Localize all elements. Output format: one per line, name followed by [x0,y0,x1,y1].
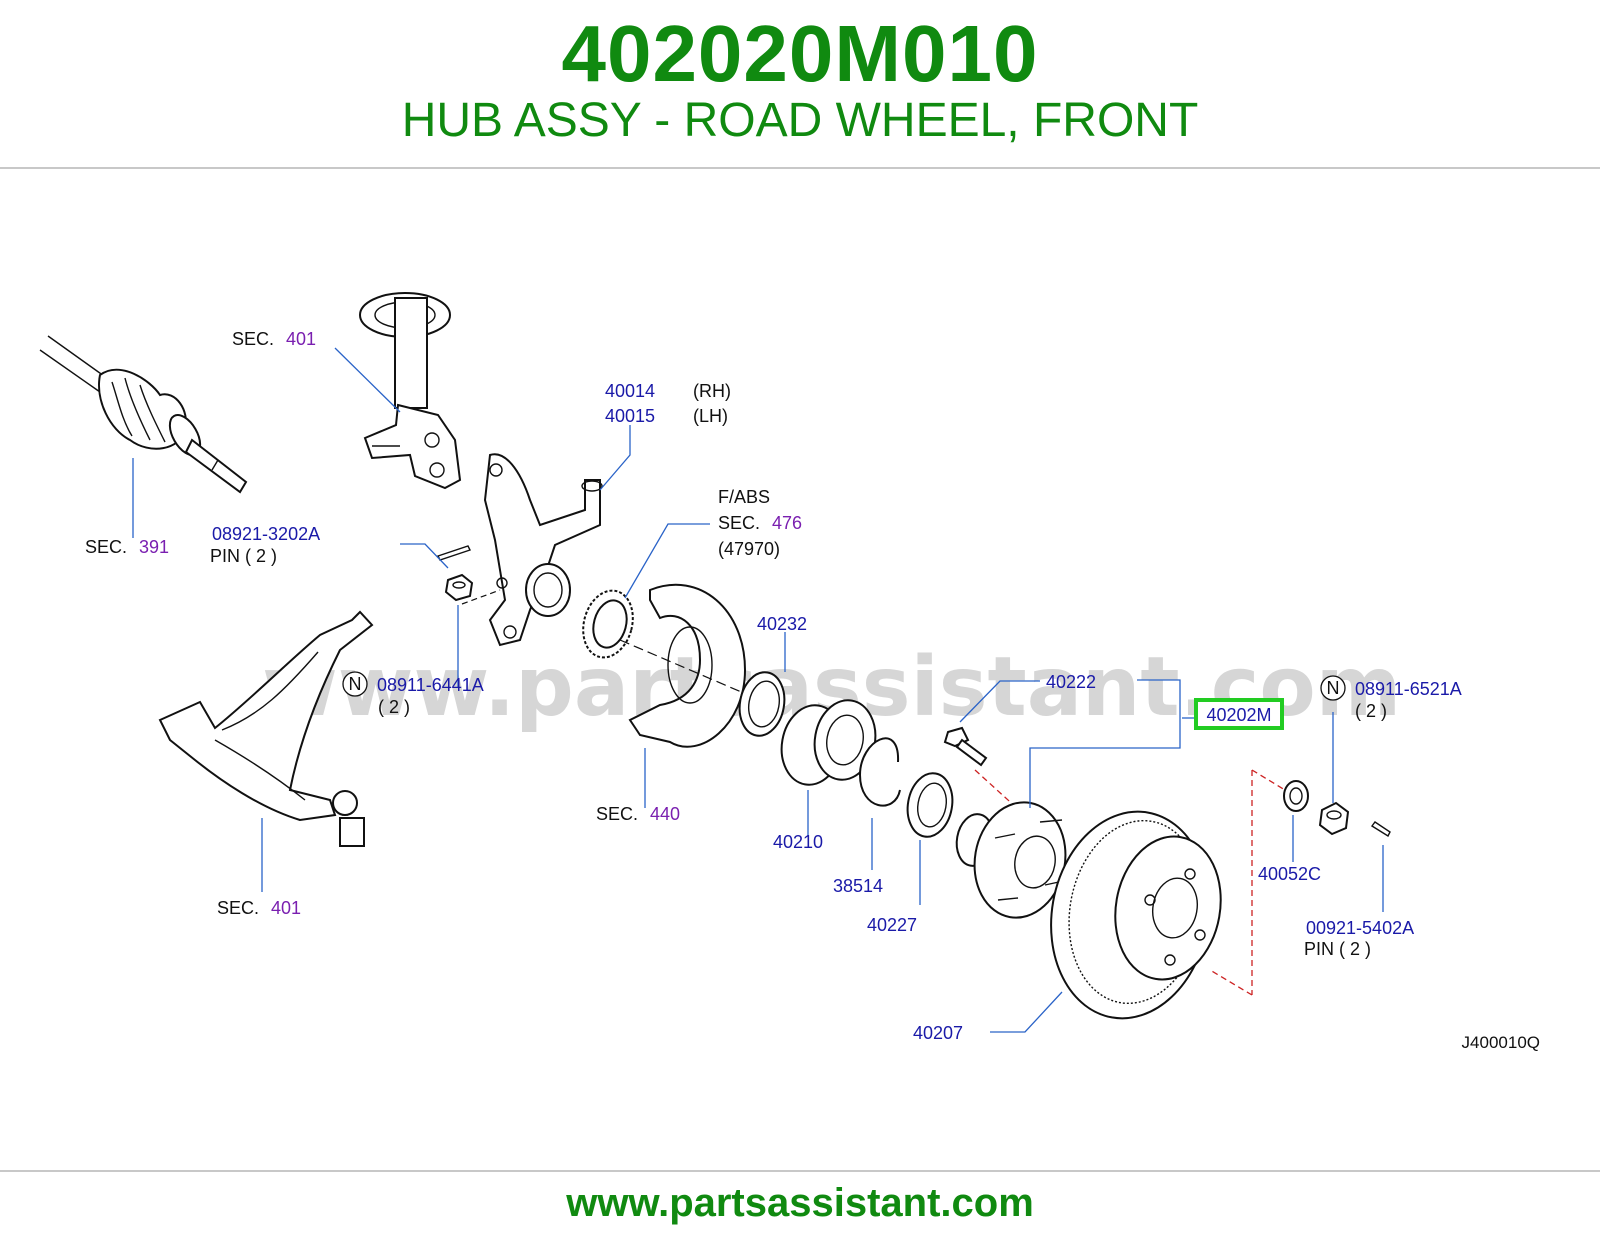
grease-seal-40227-illustration [906,772,954,838]
assembly-centerline [619,639,761,701]
label-part-40210[interactable]: 40210 [773,832,823,852]
grease-seal-40232-illustration [738,671,786,737]
label-sec-401-arm[interactable]: SEC.401 [217,898,301,918]
label-part-08911-6521a[interactable]: 08911-6521A [1355,679,1462,699]
label-part-40015[interactable]: 40015 [605,406,655,426]
part-description: HUB ASSY - ROAD WHEEL, FRONT [401,94,1199,147]
cotter-pin-upper-illustration [437,545,471,561]
n-mark-left: N [349,674,362,694]
label-pin-qty-lower: PIN ( 2 ) [1304,939,1371,959]
label-nut-qty-right: ( 2 ) [1355,701,1387,721]
label-part-40232[interactable]: 40232 [757,614,807,634]
snap-ring-38514-illustration [858,737,901,807]
assembly-dashline-nut [461,589,501,605]
label-side-lh: (LH) [693,406,728,426]
label-part-40207[interactable]: 40207 [913,1023,963,1043]
label-nut-qty-left: ( 2 ) [378,697,410,717]
nut-n-mark-right: N [1320,675,1346,701]
label-sec-440[interactable]: SEC.440 [596,804,680,824]
cotter-pin-lower-illustration [1370,821,1391,838]
label-fabs: F/ABS [718,487,770,507]
label-part-00921-5402a[interactable]: 00921-5402A [1306,918,1414,938]
baffle-plate-illustration [628,583,747,748]
part-number-title: 402020M010 [561,9,1039,98]
label-part-40014[interactable]: 40014 [605,381,655,401]
label-part-40222[interactable]: 40222 [1046,672,1096,692]
footer-divider [0,1170,1600,1172]
steering-knuckle-illustration [483,453,603,647]
header-divider [0,167,1600,169]
label-part-40202m[interactable]: 40202M [1206,705,1271,725]
label-sec-391[interactable]: SEC.391 [85,537,169,557]
wheel-bearing-40210-illustration [780,699,877,786]
diagram-code: J400010Q [1462,1033,1540,1052]
n-mark-right: N [1327,678,1340,698]
parts-diagram: www.partsassistant.com [39,292,1540,1052]
label-sec-401-strut[interactable]: SEC.401 [232,329,316,349]
label-part-38514[interactable]: 38514 [833,876,883,896]
label-sec-476[interactable]: SEC.476 [718,513,802,533]
label-part-08921-3202a[interactable]: 08921-3202A [212,524,320,544]
hub-bolt-40222-illustration [943,726,988,767]
rotor-dashline [1209,769,1286,996]
drive-shaft-illustration [39,335,248,494]
nut-right-illustration [1318,801,1350,836]
footer-website-link[interactable]: www.partsassistant.com [566,1181,1034,1225]
leader-lines [132,347,1384,1033]
page-header: 402020M010 HUB ASSY - ROAD WHEEL, FRONT [0,0,1600,168]
highlight-box-40202m [1194,698,1284,730]
washer-40052c-illustration [1283,780,1309,812]
label-pin-qty-upper: PIN ( 2 ) [210,546,277,566]
nut-n-mark-left: N [342,671,368,697]
label-part-08911-6441a[interactable]: 08911-6441A [377,675,484,695]
label-part-40052c[interactable]: 40052C [1258,864,1321,884]
label-47970: (47970) [718,539,780,559]
lower-control-arm-illustration [158,610,374,847]
disc-rotor-40207-illustration [1050,810,1222,1020]
strut-illustration [359,292,462,490]
nut-left-illustration [444,573,474,602]
label-side-rh: (RH) [693,381,731,401]
label-part-40227[interactable]: 40227 [867,915,917,935]
